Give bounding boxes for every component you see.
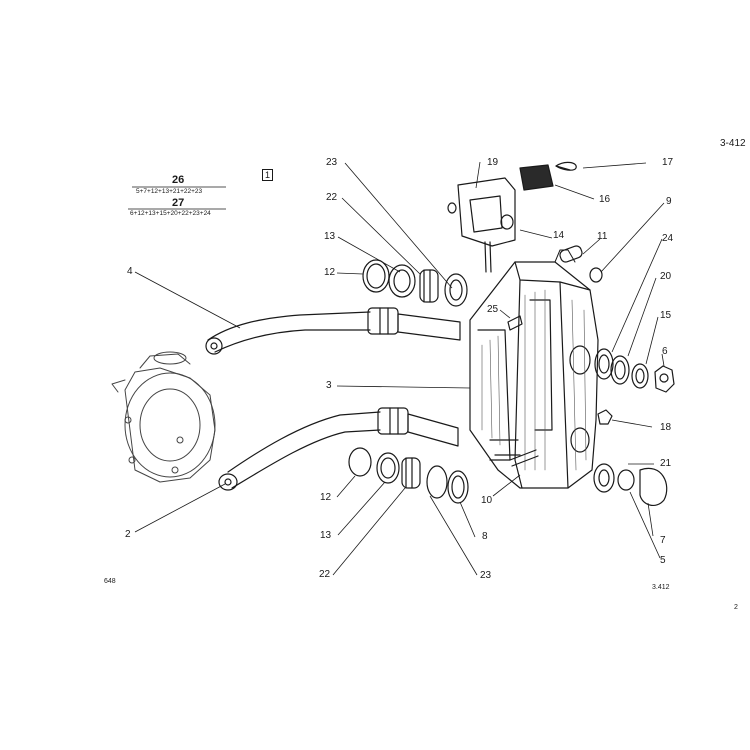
- callout-24: 24: [662, 233, 674, 244]
- callout-22-upper: 22: [326, 192, 338, 203]
- callout-22-lower: 22: [319, 569, 331, 580]
- pins-drawing: [507, 315, 539, 467]
- callout-14: 14: [553, 230, 565, 241]
- callout-9: 9: [666, 196, 672, 207]
- lower-bearing-set-drawing: [348, 447, 469, 504]
- top-hardware-drawing: [447, 161, 577, 273]
- figure-index-box: 1: [262, 169, 274, 181]
- kit-26-parts: 5+7+12+13+21+22+23: [136, 188, 203, 195]
- callout-5: 5: [660, 555, 666, 566]
- formula-rules: [128, 186, 226, 210]
- hub-knuckle-drawing: [111, 351, 216, 483]
- main-housing-drawing: [469, 249, 599, 489]
- callout-20: 20: [660, 271, 672, 282]
- callout-12-lower: 12: [320, 492, 332, 503]
- callout-18: 18: [660, 422, 672, 433]
- page-ref-bottom: 3.412: [652, 584, 670, 591]
- kit-26-number: 26: [172, 174, 185, 186]
- upper-bearing-set-drawing: [362, 259, 468, 307]
- callout-7: 7: [660, 535, 666, 546]
- callout-25: 25: [487, 304, 499, 315]
- callout-17: 17: [662, 157, 674, 168]
- callout-4: 4: [127, 266, 133, 277]
- callout-6: 6: [662, 346, 668, 357]
- callout-13-lower: 13: [320, 530, 332, 541]
- kit-27-parts: 6+12+13+15+20+22+23+24: [130, 210, 211, 217]
- upper-steering-arm-drawing: [205, 307, 461, 355]
- callout-23-lower: 23: [480, 570, 492, 581]
- callout-11: 11: [597, 231, 608, 242]
- callout-8: 8: [482, 531, 488, 542]
- callout-23-upper: 23: [326, 157, 338, 168]
- lower-steering-arm-drawing: [218, 407, 459, 491]
- callout-2: 2: [125, 529, 131, 540]
- callout-10: 10: [481, 495, 493, 506]
- callout-21: 21: [660, 458, 672, 469]
- leader-lines: [134, 161, 665, 576]
- page-number: 2: [734, 604, 738, 611]
- callout-13-upper: 13: [324, 231, 336, 242]
- figure-code: 648: [104, 578, 116, 585]
- callout-3: 3: [326, 380, 332, 391]
- page-ref-top: 3-412: [720, 138, 746, 149]
- right-hardware-drawing: [559, 245, 675, 507]
- callout-16: 16: [599, 194, 611, 205]
- callout-19: 19: [487, 157, 499, 168]
- kit-27-number: 27: [172, 197, 185, 209]
- callout-15: 15: [660, 310, 672, 321]
- callout-12-upper: 12: [324, 267, 336, 278]
